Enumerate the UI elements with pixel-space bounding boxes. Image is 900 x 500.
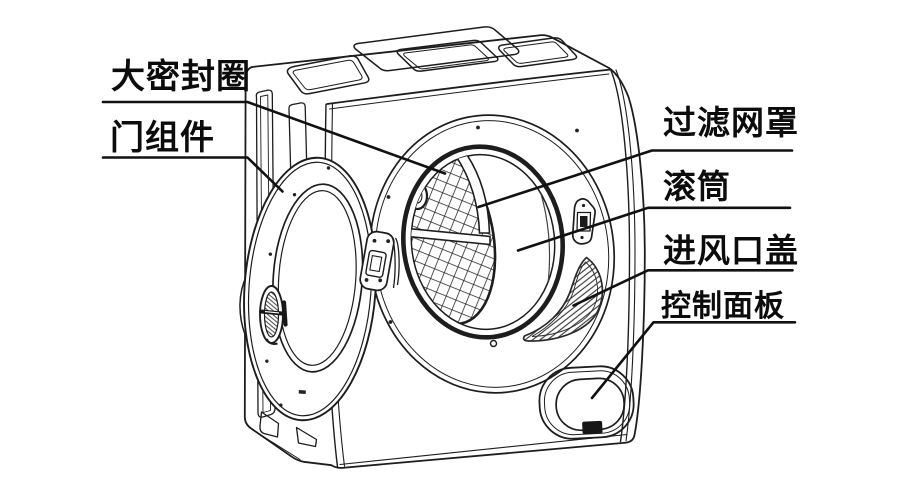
- label-big-seal-ring: 大密封圈: [111, 57, 251, 97]
- door-hinge: [359, 230, 400, 292]
- label-door-assembly: 门组件: [110, 118, 215, 158]
- leader-filter-mesh-cover: [477, 149, 794, 209]
- screw-dot: [388, 320, 393, 324]
- top-recess-middle: [353, 26, 520, 72]
- foot-notch-left: [259, 411, 280, 438]
- label-air-inlet-cover: 进风口盖: [663, 231, 799, 270]
- top-recess-left: [286, 55, 370, 95]
- foot-notch-right: [295, 426, 318, 448]
- top-recess-vents: [286, 26, 578, 95]
- label-drum: 滚筒: [663, 167, 731, 206]
- panel-button: [582, 420, 603, 435]
- leader-drum: [516, 206, 792, 252]
- screw-dot: [476, 125, 480, 130]
- door-latch: [259, 285, 288, 345]
- leader-door-assembly: [101, 156, 284, 193]
- label-filter-mesh-cover: 过滤网罩: [663, 103, 799, 142]
- leader-control-panel: [590, 321, 797, 400]
- label-control-panel: 控制面板: [661, 289, 785, 324]
- top-lid: [396, 39, 499, 72]
- control-panel-cutout: [538, 365, 635, 440]
- screw-dot: [386, 195, 391, 199]
- leader-big-seal-ring: [101, 100, 447, 175]
- small-hole: [489, 339, 498, 348]
- top-recess-right: [498, 37, 578, 68]
- door-striker-plate: [571, 198, 596, 245]
- leader-air-inlet-cover: [572, 269, 794, 307]
- screw-dot: [575, 128, 579, 133]
